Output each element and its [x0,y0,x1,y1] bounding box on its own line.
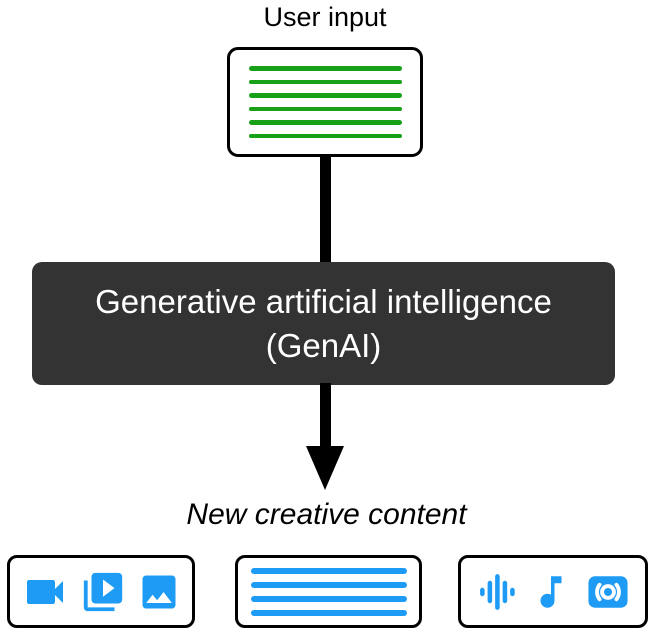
output-label: New creative content [186,498,467,531]
output-group-audio-media [458,555,648,628]
genai-process-box: Generative artificial intelligence (GenA… [32,262,615,385]
image-icon [137,570,181,614]
waveform-icon [475,571,517,613]
document-line [248,106,402,111]
arrow-head-down [306,446,344,490]
document-line [248,93,402,98]
document-line [250,595,407,602]
document-line [250,581,407,588]
speaker-icon [585,569,631,615]
output-group-visual-media [7,555,195,628]
arrow-genai-to-output [320,383,331,448]
document-line [250,609,407,616]
document-line [248,66,402,71]
video-camera-icon [21,568,69,616]
arrow-input-to-genai [320,155,331,264]
user-input-document [227,47,423,157]
video-library-icon [80,569,126,615]
document-line [248,79,402,84]
output-group-text-document [235,555,422,628]
genai-label-line2: (GenAI) [265,326,382,364]
user-input-label: User input [263,2,387,32]
genai-label-line1: Generative artificial intelligence [95,282,552,320]
document-line [248,133,402,138]
document-line [248,120,402,125]
music-note-icon [530,571,572,613]
document-line [250,567,407,574]
